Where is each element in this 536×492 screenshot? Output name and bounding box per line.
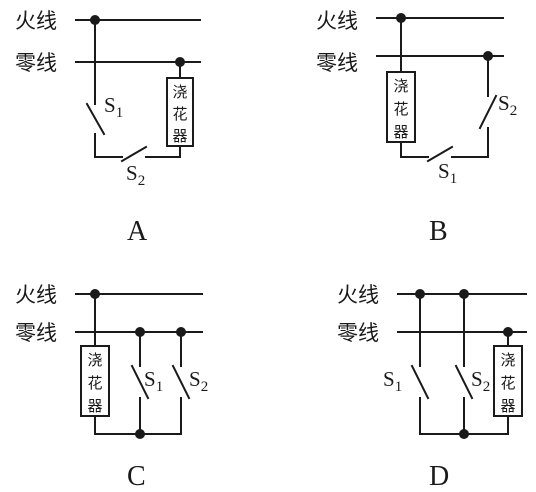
device-char: 器	[393, 123, 408, 141]
panel-b: 火线 零线 浇 花 器 S2 S1 B	[316, 9, 517, 247]
neutral-wire-label: 零线	[15, 51, 57, 75]
device-char: 浇	[87, 351, 102, 369]
device-char: 花	[87, 374, 102, 392]
neutral-wire-label: 零线	[337, 321, 379, 345]
switch-s1-label: S1	[438, 159, 457, 187]
option-label-d: D	[429, 461, 449, 492]
neutral-wire-label: 零线	[15, 321, 57, 345]
switch-s1-label: S1	[104, 93, 123, 121]
panel-d: 火线 零线 浇 花 器 S1 S2 D	[337, 283, 527, 492]
switch-s1-blade	[426, 145, 454, 163]
option-label-c: C	[127, 461, 146, 492]
switch-s2-label: S2	[126, 161, 145, 189]
switch-s2-label: S2	[498, 91, 517, 119]
switch-s2-blade	[478, 94, 498, 130]
device-char: 器	[172, 127, 187, 145]
switch-s2-label: S2	[471, 367, 490, 395]
device-char: 器	[500, 397, 515, 415]
live-wire-label: 火线	[316, 9, 358, 33]
switch-s1-blade	[130, 364, 150, 400]
device-char: 花	[500, 374, 515, 392]
neutral-wire-label: 零线	[316, 51, 358, 75]
switch-s2-blade	[171, 364, 191, 400]
option-label-a: A	[127, 216, 148, 247]
live-wire-label: 火线	[15, 9, 57, 33]
device-char: 器	[87, 397, 102, 415]
watering-device-box	[166, 77, 194, 147]
switch-s1-label: S1	[383, 367, 402, 395]
device-char: 花	[393, 100, 408, 118]
junction-dot	[459, 429, 469, 439]
switch-s1-blade	[410, 364, 430, 400]
option-label-b: B	[429, 216, 448, 247]
device-char: 花	[172, 105, 187, 123]
switch-s1-blade	[85, 102, 106, 136]
live-wire-label: 火线	[337, 283, 379, 307]
device-char: 浇	[393, 77, 408, 95]
watering-device-box	[493, 345, 523, 417]
device-char: 浇	[500, 351, 515, 369]
switch-s1-label: S1	[144, 367, 163, 395]
switch-s2-blade	[454, 364, 474, 400]
panel-c: 火线 零线 浇 花 器 S1 S2 C	[15, 283, 208, 492]
device-char: 浇	[172, 83, 187, 101]
live-wire-label: 火线	[15, 283, 57, 307]
panel-a: 火线 零线 浇 花 器 S1 S2 A	[15, 9, 201, 247]
switch-s2-label: S2	[189, 367, 208, 395]
switch-s2-blade	[120, 145, 148, 163]
